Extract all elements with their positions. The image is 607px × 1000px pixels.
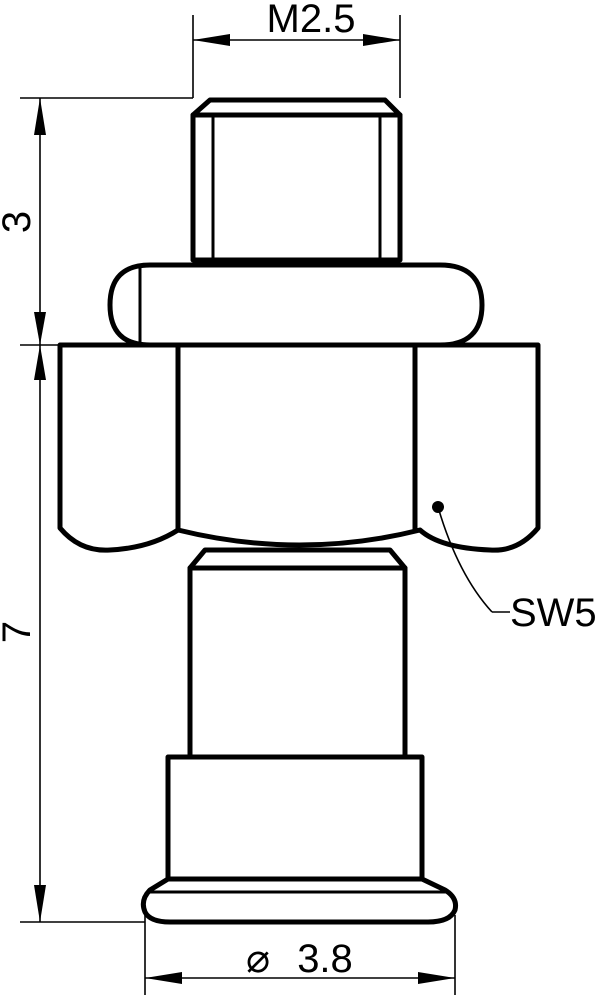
base-collar [140, 754, 458, 925]
diameter-label: 3.8 [297, 937, 353, 981]
hex-nut [57, 342, 541, 553]
dimension-upper-length: 3 [0, 97, 193, 346]
diameter-symbol: ⌀ [246, 937, 270, 981]
lower-shaft [187, 547, 408, 760]
washer [107, 262, 485, 348]
arrowhead [418, 972, 455, 984]
lower-length-label: 7 [0, 621, 39, 643]
arrowhead [193, 34, 230, 46]
wrench-size-label: SW5 [510, 591, 597, 635]
dimension-lower-length: 7 [0, 345, 145, 923]
arrowhead [34, 885, 46, 922]
dimension-diameter: ⌀ 3.8 [144, 915, 456, 995]
callout-wrench-size: SW5 [437, 506, 597, 635]
arrowhead [145, 972, 182, 984]
arrowhead [363, 34, 400, 46]
top-thread-label: M2.5 [267, 0, 356, 41]
top-thread-pin [190, 97, 403, 263]
upper-length-label: 3 [0, 211, 39, 233]
arrowhead [34, 312, 46, 345]
arrowhead [34, 98, 46, 135]
arrowhead [34, 345, 46, 380]
dimension-top-thread: M2.5 [192, 0, 401, 98]
